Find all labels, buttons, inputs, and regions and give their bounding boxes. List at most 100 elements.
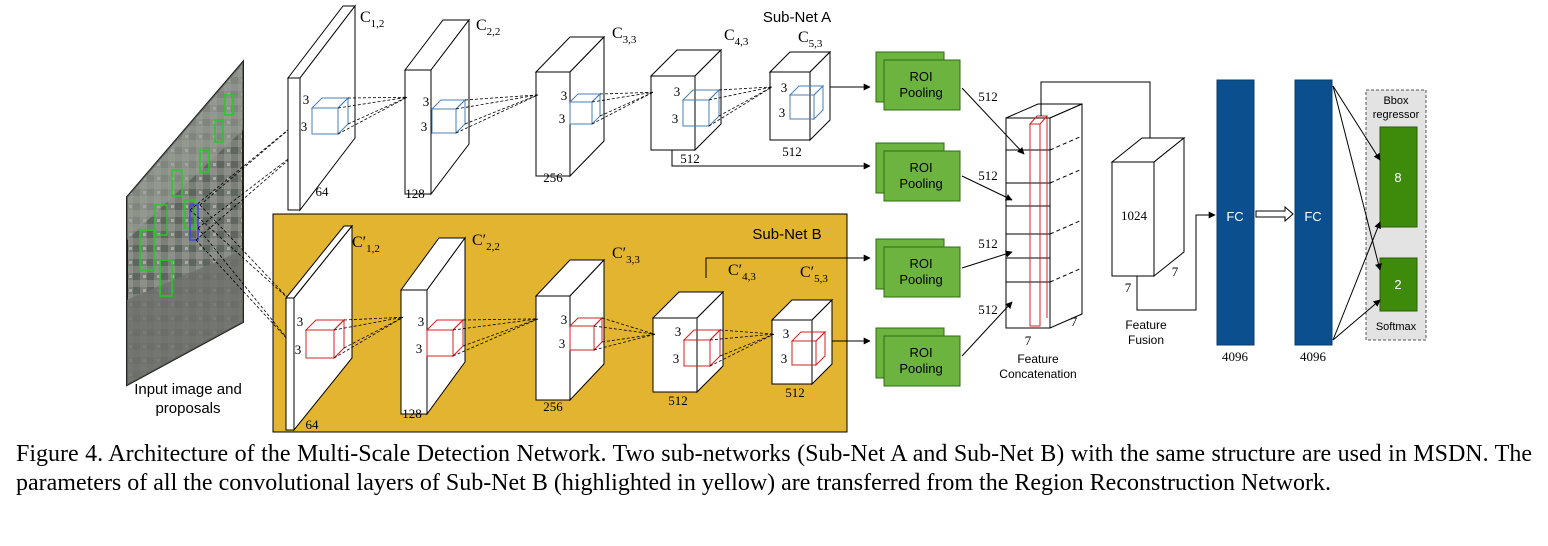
subnet-b-channels-4: 512 xyxy=(668,393,688,408)
roi-pooling-line1-1: ROI xyxy=(909,69,932,84)
softmax-value: 2 xyxy=(1394,277,1401,292)
architecture-diagram: Input image and proposals Sub-Net A Sub-… xyxy=(126,4,1427,433)
subnet-a-layer-title-2: C2,2 xyxy=(476,17,500,38)
softmax-label: Softmax xyxy=(1376,321,1417,333)
subnet-b-channels-3: 256 xyxy=(543,399,563,414)
subnet-a-kernel-label-side-5: 3 xyxy=(779,105,786,120)
subnet-a-kernel-label-top-4: 3 xyxy=(674,84,681,99)
subnet-a-channels-1: 64 xyxy=(316,184,330,199)
fusion-channels: 1024 xyxy=(1121,208,1148,223)
subnet-a-layer-5: 3 3 C5,3 512 xyxy=(768,29,832,159)
roi-out-2: 512 xyxy=(978,168,998,183)
subnet-a-kernel-projections xyxy=(337,86,773,135)
subnet-a-kernel-label-top-3: 3 xyxy=(561,88,568,103)
subnet-a-channels-4: 512 xyxy=(680,151,700,166)
subnet-a-channels-2: 128 xyxy=(405,186,425,201)
subnet-b-layer-title-5: C′5,3 xyxy=(800,264,828,285)
subnet-b-kernel-label-side-4: 3 xyxy=(673,351,680,366)
subnet-a-kernel-label-top-5: 3 xyxy=(781,80,788,95)
subnet-a-kernel-label-side-1: 3 xyxy=(301,119,308,134)
fusion-label-line2: Fusion xyxy=(1128,333,1164,347)
subnet-b-layer-title-1: C′1,2 xyxy=(352,234,380,255)
subnet-b-layer-5: 3 3 C′5,3 512 xyxy=(770,264,834,400)
fusion-dim-bottom: 7 xyxy=(1125,280,1132,295)
subnet-b-kernel-label-top-5: 3 xyxy=(783,326,790,341)
subnet-a-layers: 3 3 C1,2 64 3 3 C2,2 128 3 3 C3,3 256 3 3 C4,3 512 3 3 C5,… xyxy=(189,4,832,241)
fusion-dim-side: 7 xyxy=(1172,264,1179,279)
subnet-b-kernel-label-top-1: 3 xyxy=(297,314,304,329)
softmax-box xyxy=(1379,257,1418,312)
subnet-b-layer-4: 3 3 C′4,3 512 xyxy=(651,262,756,408)
bbox-regressor-box xyxy=(1379,126,1418,228)
input-label-line2: proposals xyxy=(155,400,220,417)
bbox-label-line2: regressor xyxy=(1373,109,1420,121)
subnet-a-kernel-label-side-2: 3 xyxy=(421,119,428,134)
subnet-a-layer-title-4: C4,3 xyxy=(724,27,749,48)
subnet-b-layer-1: 33C′1,264 xyxy=(284,224,380,432)
subnet-a-kernel-label-side-3: 3 xyxy=(559,111,566,126)
subnet-b-title: Sub-Net B xyxy=(752,226,821,243)
subnet-b-kernel-label-side-3: 3 xyxy=(559,336,566,351)
subnet-b-kernel-label-top-2: 3 xyxy=(418,314,425,329)
figure-caption: Figure 4. Architecture of the Multi-Scal… xyxy=(16,441,1532,496)
roi-pooling-line1-3: ROI xyxy=(909,256,932,271)
fc-layer-2 xyxy=(1294,79,1333,346)
subnet-b-kernel-label-side-1: 3 xyxy=(295,342,302,357)
input-image xyxy=(126,59,244,387)
fusion-label-line1: Feature xyxy=(1125,318,1167,332)
subnet-a-title: Sub-Net A xyxy=(763,9,831,26)
subnet-a-kernel-label-top-1: 3 xyxy=(303,92,310,107)
roi-pooling-line2-4: Pooling xyxy=(899,361,942,376)
concat-to-fusion-arrow xyxy=(1040,81,1154,151)
roi-pooling-line2-2: Pooling xyxy=(899,176,942,191)
subnet-a-input-projection xyxy=(189,119,301,241)
subnet-b-layer-2: 3 3 C′2,2 128 xyxy=(400,232,500,421)
fc-layer-2-label: FC xyxy=(1304,209,1321,224)
subnet-a-layer-1: 3 3 C1,2 64 xyxy=(286,4,384,212)
fc-hollow-arrow xyxy=(1255,205,1294,223)
roi-pooling-line1-4: ROI xyxy=(909,345,932,360)
subnet-b-channels-2: 128 xyxy=(402,406,422,421)
subnet-a-layer-title-1: C1,2 xyxy=(360,9,384,30)
subnet-a-layer-title-3: C3,3 xyxy=(612,25,637,46)
fusion-to-fc-arrow xyxy=(1136,211,1216,311)
subnet-b-kernel-5 xyxy=(790,330,827,367)
subnet-b-layer-title-3: C′3,3 xyxy=(612,245,640,266)
roi-pooling-line2-3: Pooling xyxy=(899,272,942,287)
subnet-b-kernel-projections xyxy=(333,316,775,367)
skip-arrow-b xyxy=(705,254,871,278)
concat-block xyxy=(1005,103,1083,329)
roi-out-3: 512 xyxy=(978,236,998,251)
roi-out-4: 512 xyxy=(978,302,998,317)
subnet-b-layer-title-2: C′2,2 xyxy=(472,232,500,253)
subnet-a-kernel-label-side-4: 3 xyxy=(672,111,679,126)
subnet-b-kernel-label-side-2: 3 xyxy=(416,341,423,356)
concat-label-line1: Feature xyxy=(1017,352,1059,366)
subnet-b-input-projection xyxy=(189,204,291,343)
subnet-a-layer-title-5: C5,3 xyxy=(798,29,823,50)
subnet-b-layers: 33C′1,26433C′2,212833C′3,325633C′4,35123… xyxy=(189,204,834,432)
bbox-value: 8 xyxy=(1394,170,1401,185)
subnet-b-kernel-label-top-4: 3 xyxy=(675,324,682,339)
subnet-a-layer-2: 3 3 C2,2 128 xyxy=(403,17,500,201)
subnet-a-channels-5: 512 xyxy=(782,144,802,159)
subnet-a-channels-3: 256 xyxy=(543,170,563,185)
subnet-b-layer-title-4: C′4,3 xyxy=(728,262,756,283)
subnet-a-layer-3: 3 3 C3,3 256 xyxy=(534,25,637,185)
roi-pooling-line1-2: ROI xyxy=(909,160,932,175)
subnet-b-channels-5: 512 xyxy=(785,385,805,400)
concat-label-line2: Concatenation xyxy=(999,367,1076,381)
fc-layer-1 xyxy=(1216,79,1255,346)
roi-to-concat-arrows xyxy=(961,87,1025,357)
subnet-a-kernel-5 xyxy=(788,84,825,121)
roi-pooling-line2-1: Pooling xyxy=(899,85,942,100)
concat-dim-side: 7 xyxy=(1071,314,1078,329)
subnet-b-kernel-label-side-5: 3 xyxy=(781,351,788,366)
bbox-label-line1: Bbox xyxy=(1383,95,1409,107)
subnet-a-kernel-label-top-2: 3 xyxy=(423,94,430,109)
